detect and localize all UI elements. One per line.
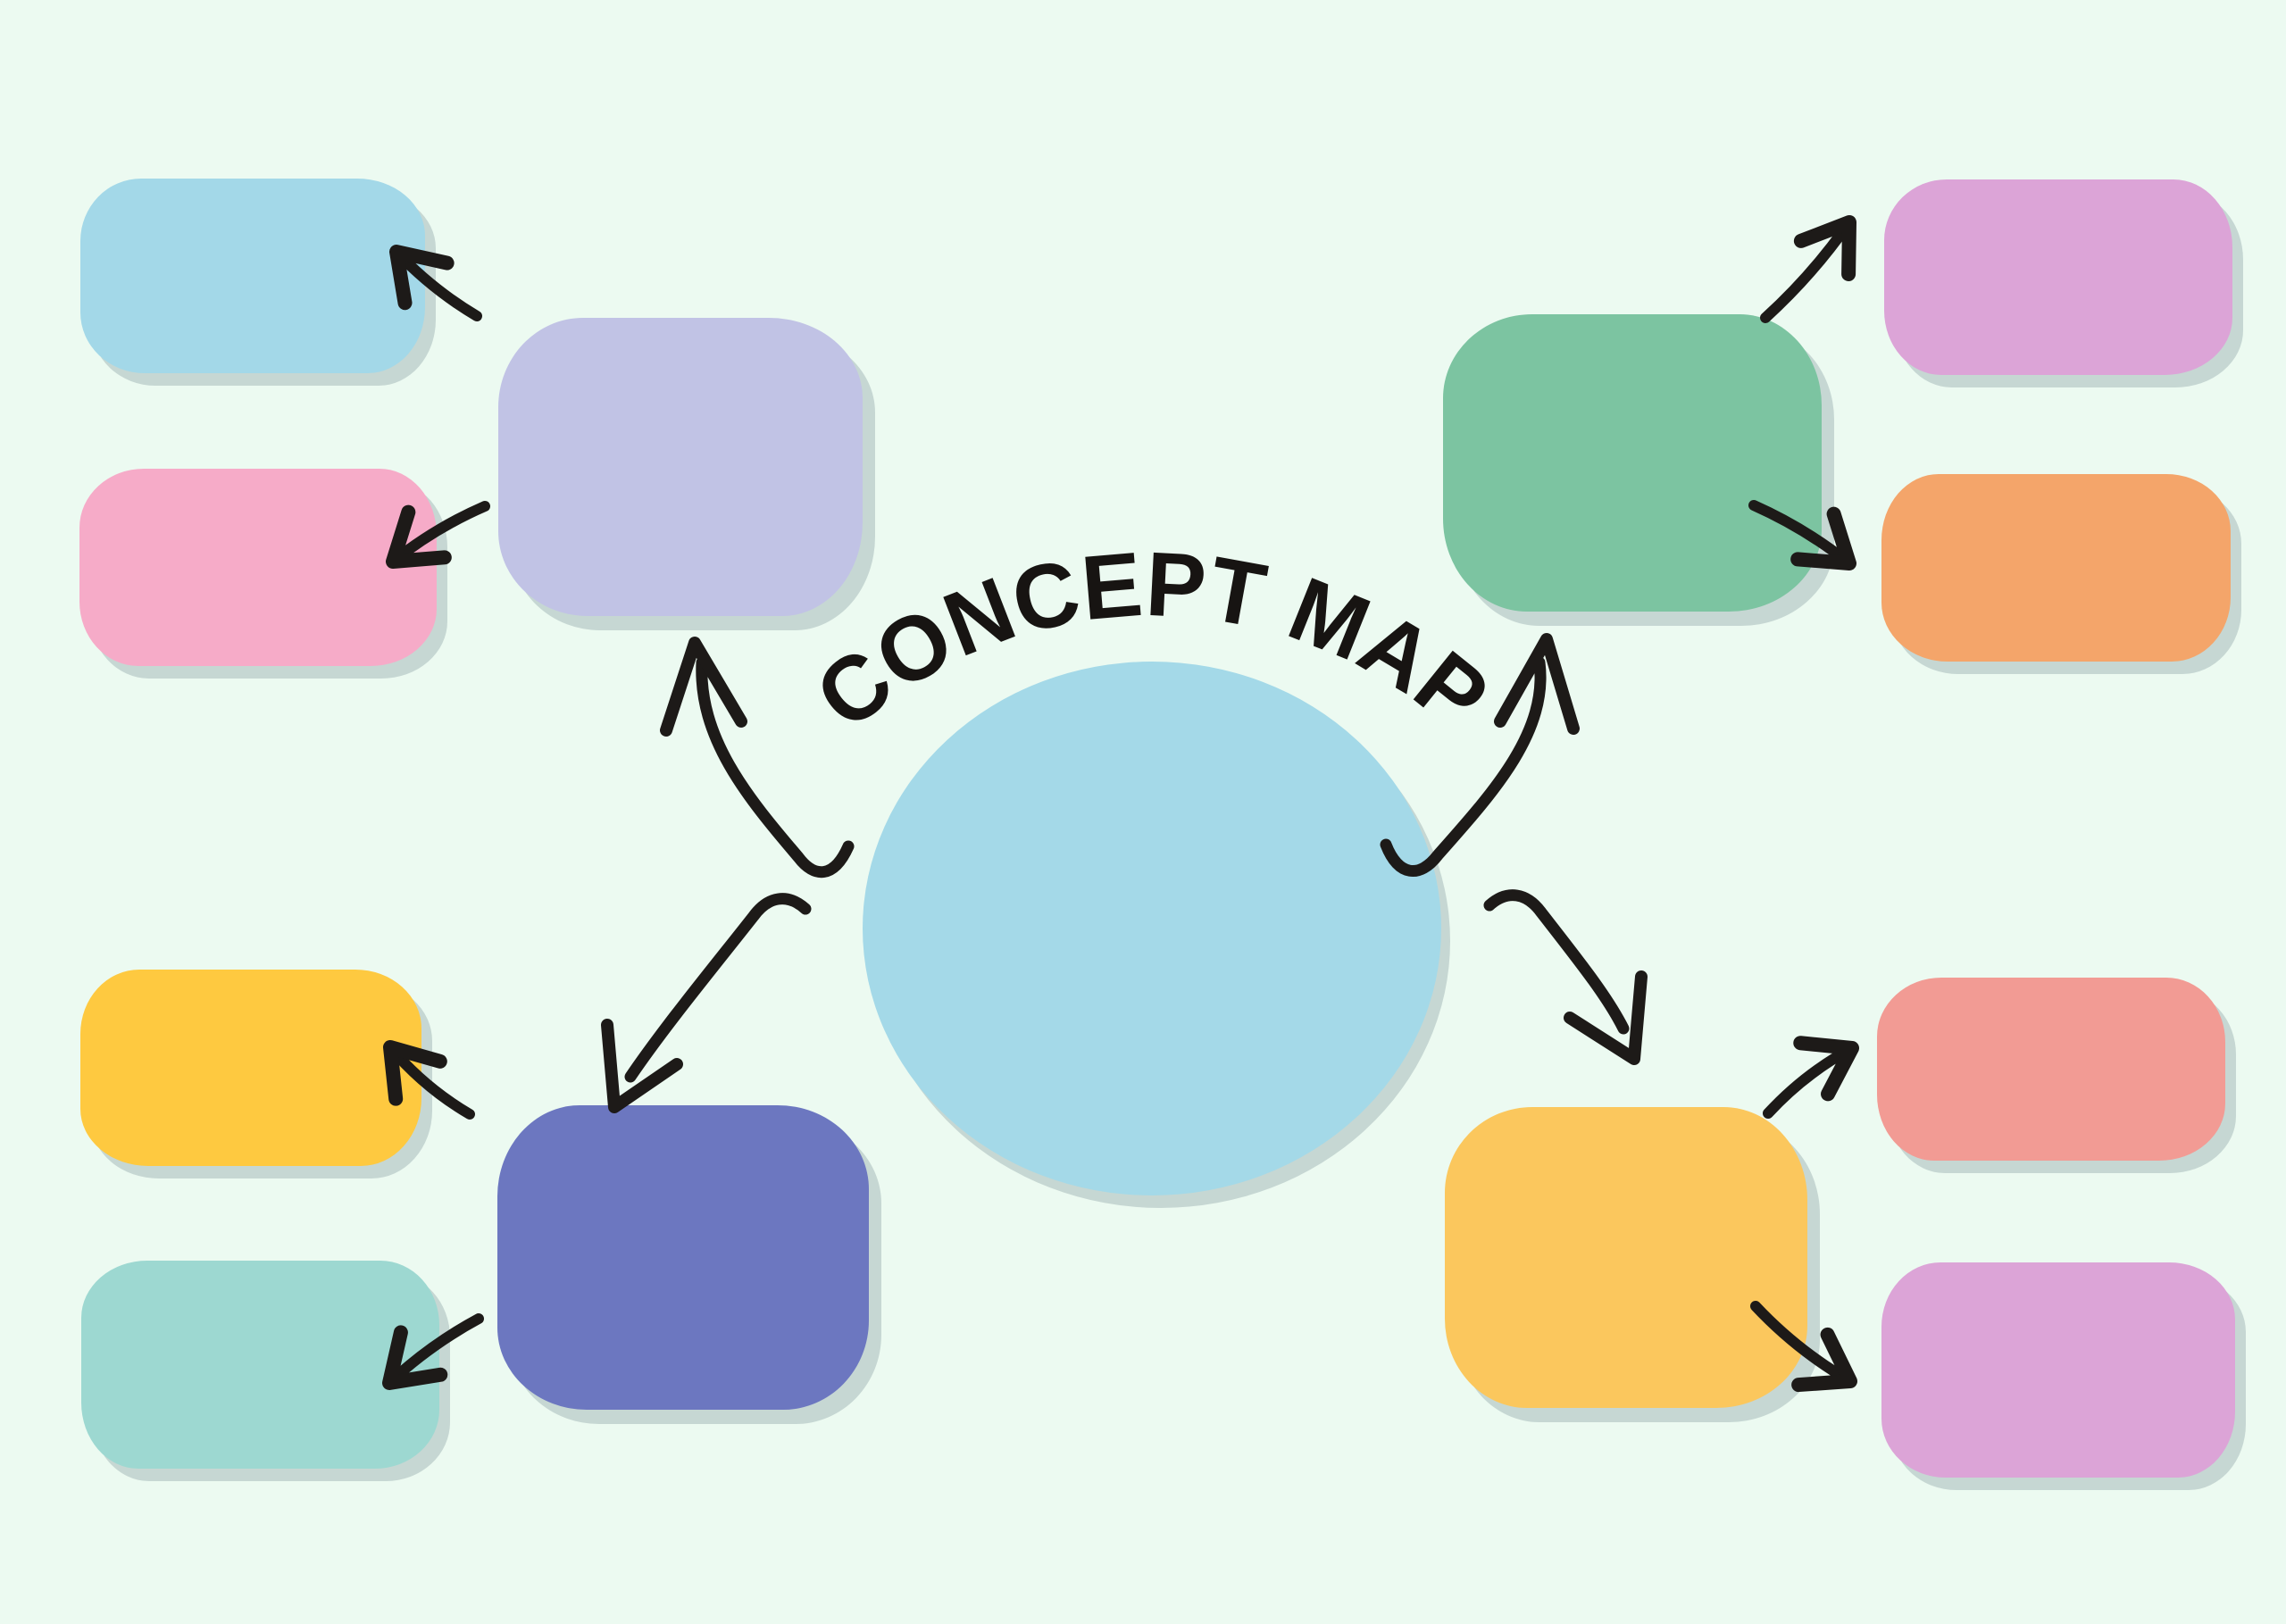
sub-topic-left-1 xyxy=(80,179,425,373)
branch-top-right xyxy=(1443,314,1822,612)
sub-topic-left-3 xyxy=(80,970,421,1166)
sub-topic-right-4 xyxy=(1881,1262,2235,1478)
branch-bottom-right xyxy=(1445,1107,1807,1408)
central-topic-circle xyxy=(863,662,1441,1195)
branch-bottom-left xyxy=(497,1105,869,1410)
branch-top-left xyxy=(498,318,863,616)
sub-topic-left-2 xyxy=(79,469,437,666)
sub-topic-right-1 xyxy=(1884,179,2232,375)
sub-topic-right-2 xyxy=(1881,474,2231,662)
sub-topic-right-3 xyxy=(1877,978,2225,1161)
sub-topic-left-4 xyxy=(81,1261,439,1469)
